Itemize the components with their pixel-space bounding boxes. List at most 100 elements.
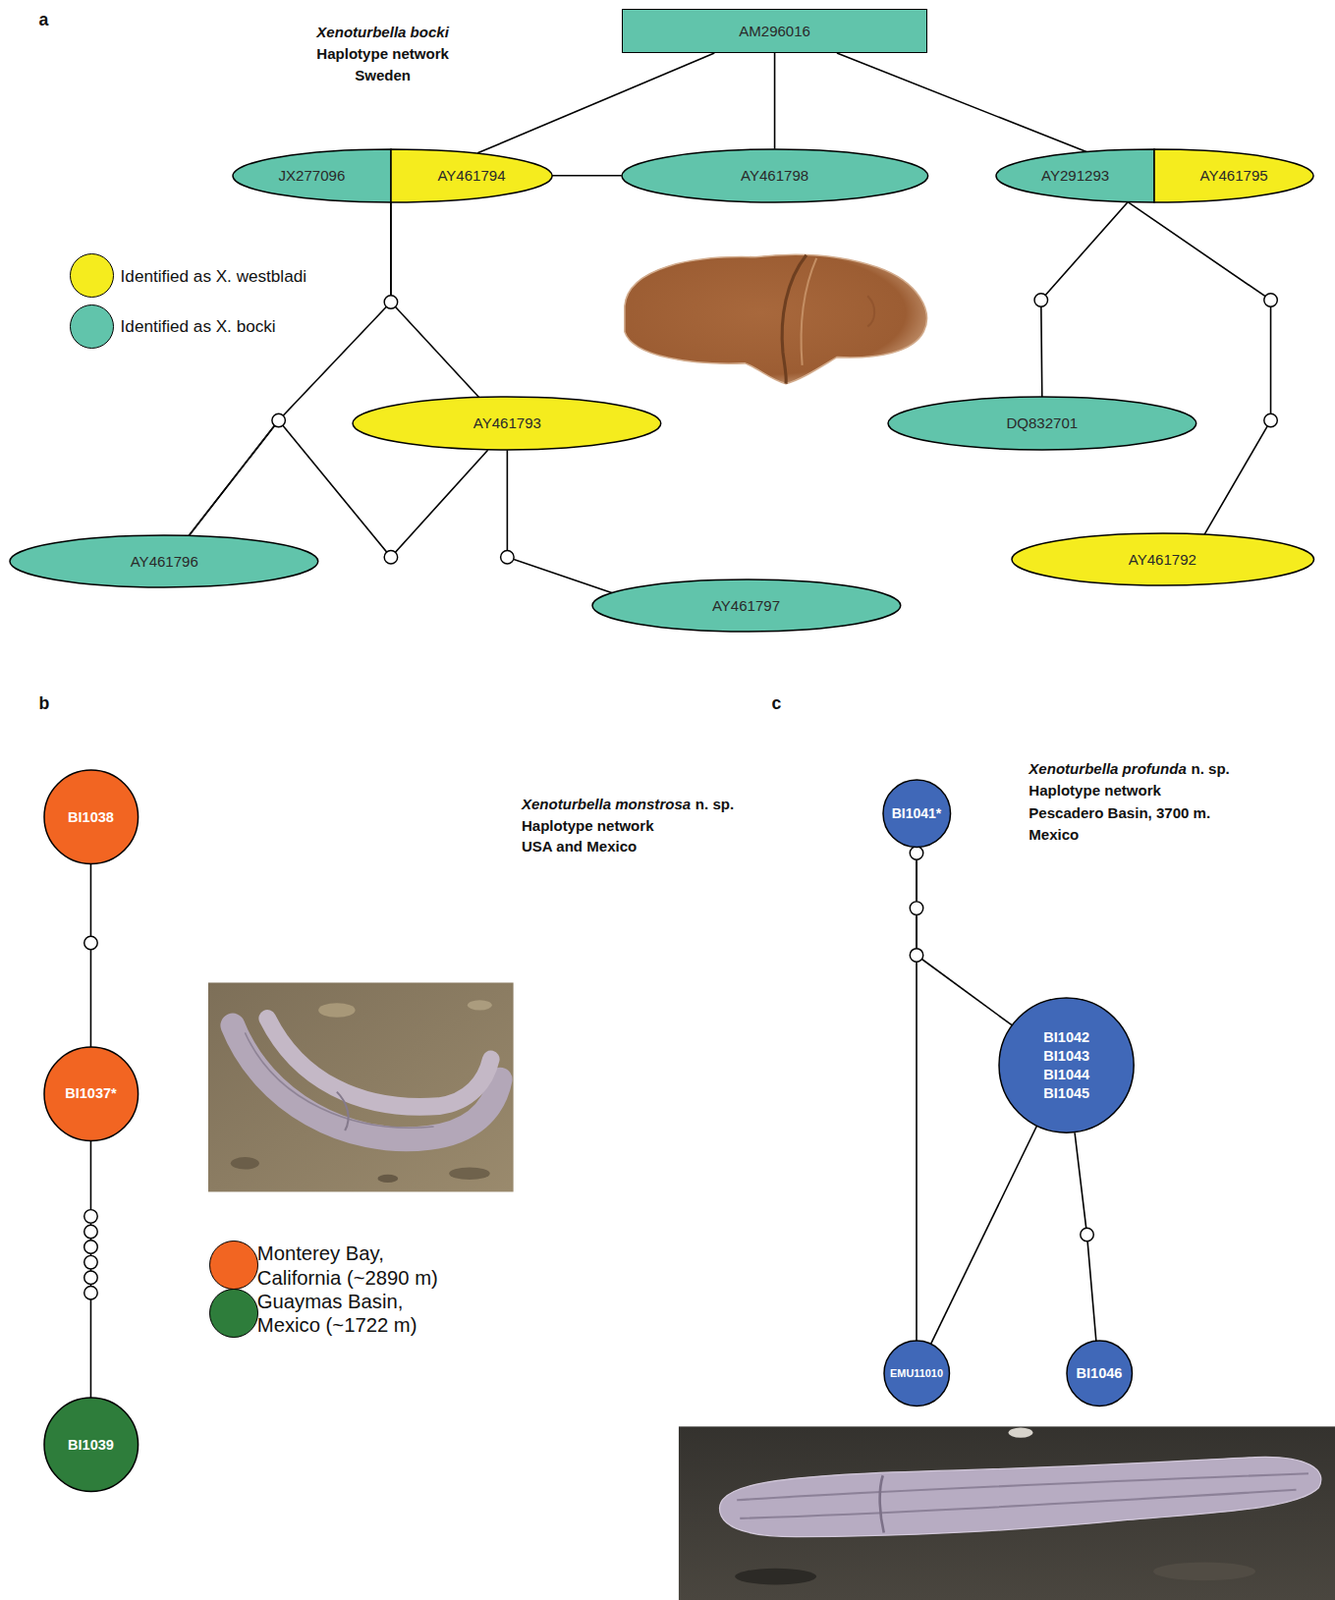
panel-letter: c (771, 693, 781, 715)
haplotype-circle: BI1039 (44, 1397, 139, 1493)
haplotype-id: AM296016 (738, 21, 811, 42)
panel-letter: b (38, 693, 50, 715)
sediment-grain (467, 1000, 493, 1010)
network-link (1074, 1132, 1097, 1341)
sediment-grain (230, 1157, 260, 1169)
haplotype-id: BI1041* (891, 804, 943, 823)
node-content: BI1042BI1043BI1044BI1045 (999, 998, 1134, 1133)
median-vector (84, 1210, 99, 1224)
haplotype-id: EMU11010 (890, 1366, 944, 1381)
network-link (1127, 202, 1271, 536)
circle-outline (1066, 1340, 1132, 1406)
haplotype-circle: BI1046 (1066, 1340, 1132, 1406)
median-vector (84, 1255, 99, 1270)
haplotype-ellipse: AY461797 (592, 579, 901, 632)
node-content: AY461793 (352, 396, 662, 450)
legend-swatch (69, 304, 115, 350)
worm-photo (624, 254, 928, 384)
circle-outline (44, 1397, 139, 1493)
haplotype-circle: EMU11010 (884, 1340, 949, 1406)
haplotype-ellipse: AY461795 (1154, 149, 1314, 203)
haplotype-id: BI1046 (1076, 1364, 1123, 1384)
worm-ridge (801, 258, 818, 366)
node-content: AY461796 (9, 535, 319, 588)
ellipse-outline (353, 396, 663, 450)
haplotype-id: AY461794 (437, 166, 505, 186)
worm-photo (208, 982, 514, 1192)
panel-title: Sweden (354, 66, 411, 85)
panel-title: n. sp. (1190, 760, 1229, 779)
haplotype-id: JX277096 (278, 166, 346, 186)
haplotype-id: BI1038 (67, 808, 114, 828)
haplotype-id: BI1039 (67, 1436, 114, 1455)
panel-title: Mexico (1028, 826, 1079, 844)
worm-furrow (880, 1475, 885, 1533)
median-vector (1264, 413, 1279, 428)
sediment (678, 1426, 1335, 1600)
node-content: AM296016 (622, 9, 928, 53)
ellipse-outline (621, 149, 929, 203)
node-content: AY291293 (996, 149, 1155, 203)
median-vector (909, 901, 924, 916)
haplotype-circle: BI1037* (44, 1047, 139, 1142)
legend-swatch (69, 253, 115, 299)
node-content: JX277096 (232, 149, 391, 203)
sediment-grain (448, 1168, 491, 1180)
haplotype-ellipse: AY461796 (9, 535, 319, 588)
network-link (774, 53, 777, 150)
haplotype-circle: BI1042BI1043BI1044BI1045 (999, 998, 1134, 1133)
node-content: DQ832701 (888, 396, 1197, 450)
median-vector (1034, 293, 1049, 308)
node-content: BI1038 (44, 770, 139, 865)
haplotype-id: AY461795 (1200, 166, 1269, 186)
worm-spot (867, 295, 875, 327)
sediment-grain (1008, 1427, 1034, 1438)
legend-swatch (209, 1240, 259, 1290)
haplotype-id: DQ832701 (1005, 413, 1078, 434)
worm-body (624, 254, 928, 384)
legend-swatch (209, 1288, 259, 1338)
median-vector (272, 413, 286, 428)
median-vector (500, 550, 515, 564)
haplotype-box: AM296016 (621, 8, 929, 54)
haplotype-id: AY461797 (712, 596, 780, 616)
haplotype-id: BI1042 (1043, 1028, 1090, 1048)
network-link (836, 53, 1088, 153)
median-vector (84, 1240, 99, 1255)
ellipse-outline (1011, 533, 1315, 586)
panel-title: Xenoturbella bocki (316, 23, 449, 42)
haplotype-id: AY461796 (130, 552, 199, 572)
panel-title: Pescadero Basin, 3700 m. (1028, 804, 1211, 823)
median-vector (909, 948, 924, 963)
sediment-grain (1153, 1562, 1256, 1582)
network-link (90, 864, 93, 1048)
circle-outline (999, 998, 1134, 1133)
worm-body (719, 1456, 1321, 1537)
haplotype-ellipse: AY461798 (621, 149, 929, 203)
circle-outline (883, 779, 951, 848)
worm-body (267, 1018, 492, 1108)
haplotype-ellipse: AY461794 (390, 149, 553, 203)
half-ellipse-outline (996, 149, 1155, 203)
panel-title: Haplotype network (316, 45, 449, 63)
worm-photo (678, 1426, 1335, 1600)
median-vector (909, 846, 924, 861)
network-link (390, 202, 480, 398)
ellipse-outline (592, 579, 901, 632)
network-link (188, 202, 391, 537)
node-content: BI1046 (1066, 1340, 1132, 1406)
median-vector (84, 936, 99, 950)
haplotype-id: AY291293 (1041, 166, 1110, 186)
median-vector (84, 1271, 99, 1285)
network-link (1041, 202, 1128, 397)
node-content: AY461797 (592, 579, 901, 632)
panel-letter: a (38, 9, 49, 31)
network-link (506, 449, 612, 593)
node-content: AY461795 (1154, 149, 1314, 203)
sediment-grain (318, 1002, 355, 1018)
haplotype-id: AY461798 (740, 166, 809, 186)
haplotype-id: AY461792 (1128, 550, 1197, 570)
legend-text: Monterey Bay, California (~2890 m) (257, 1241, 455, 1290)
network-link (931, 1125, 1038, 1344)
node-content: BI1037* (44, 1047, 139, 1142)
